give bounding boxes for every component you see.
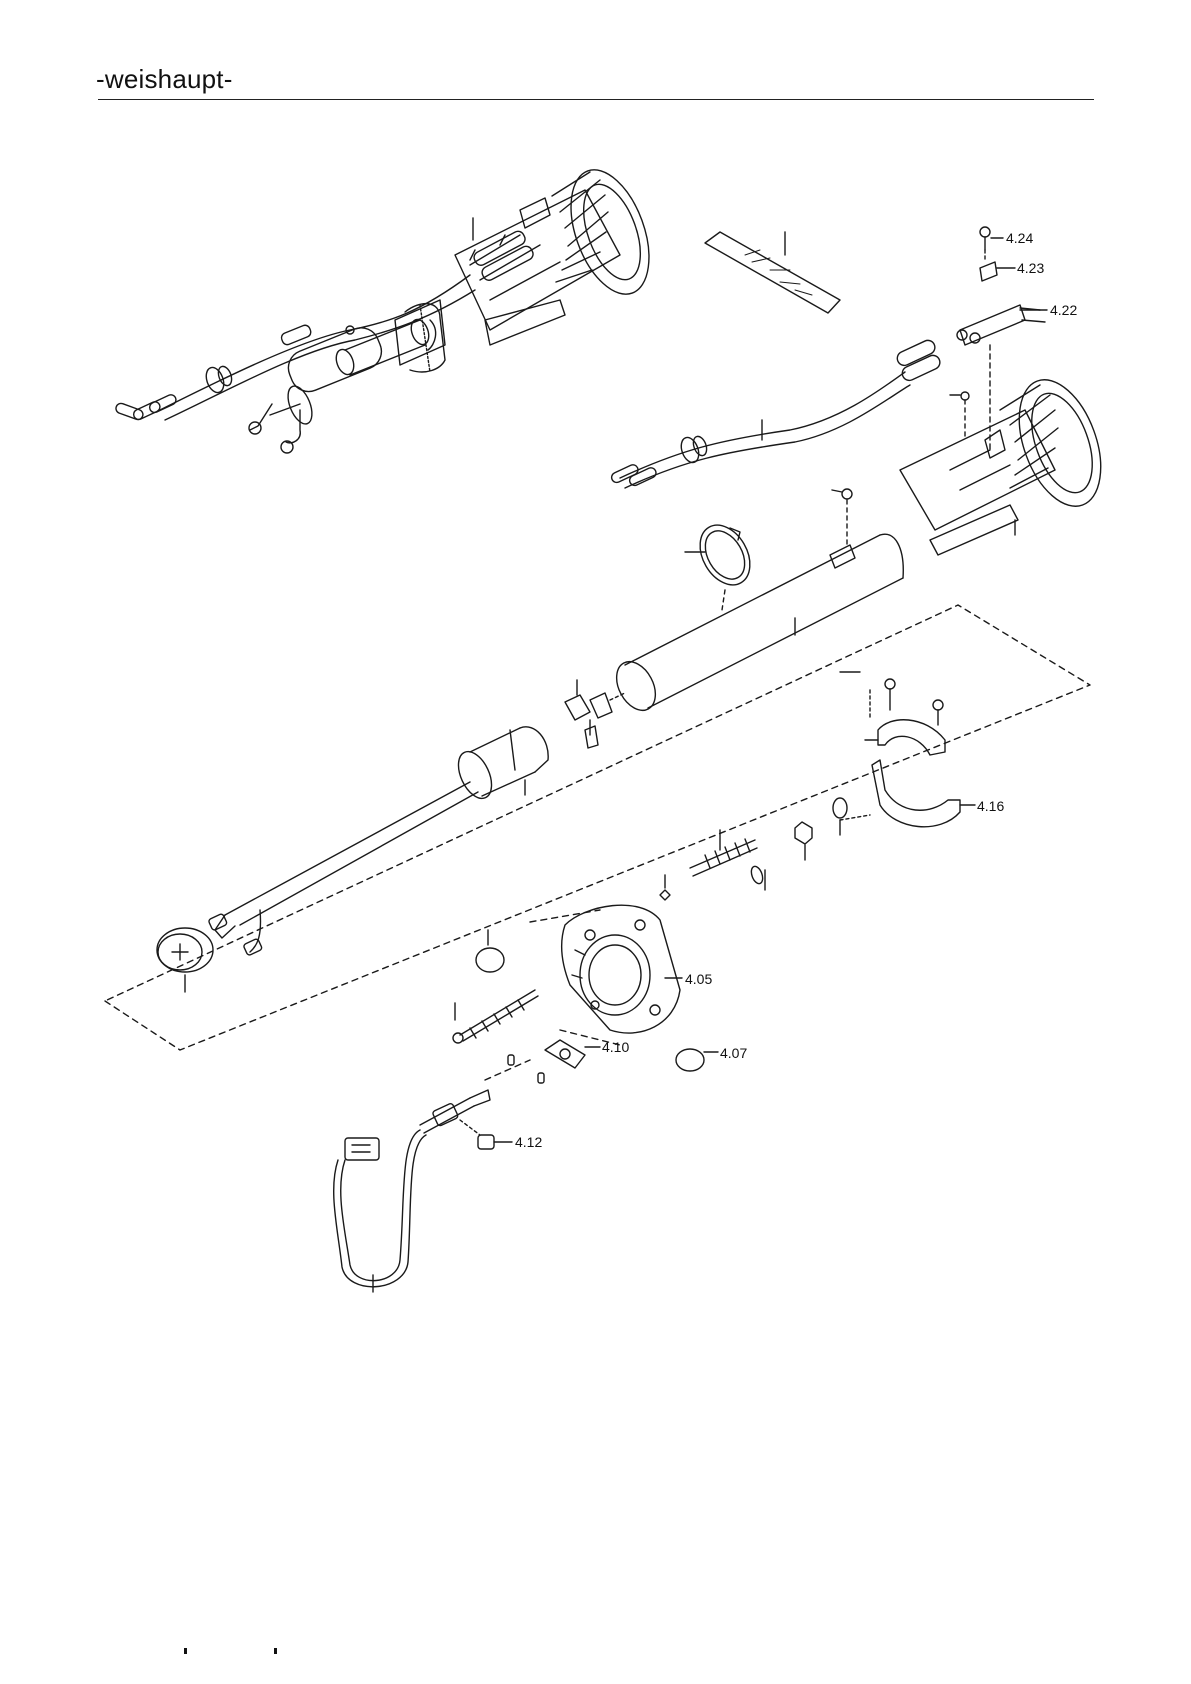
assembly-outline <box>105 605 1090 1050</box>
callout-4-05: 4.05 <box>685 971 712 987</box>
long-screw <box>453 990 538 1043</box>
flame-tube <box>609 489 903 717</box>
callout-4-23: 4.23 <box>1017 260 1044 276</box>
electrode-small-parts <box>980 227 997 281</box>
callout-4-16: 4.16 <box>977 798 1004 814</box>
callout-4-10: 4.10 <box>602 1039 629 1055</box>
callout-4-24: 4.24 <box>1006 230 1033 246</box>
footer-mark-left <box>184 1648 187 1654</box>
flange-plate <box>562 905 680 1033</box>
footer-mark-right <box>274 1648 277 1654</box>
callout-4-07: 4.07 <box>720 1045 747 1061</box>
cover-caps <box>476 930 704 1071</box>
mixing-head-assembly-top <box>115 159 665 453</box>
threaded-rod <box>660 798 847 900</box>
nameplate <box>705 232 840 313</box>
mixing-head-assembly-right <box>610 305 1116 555</box>
inspection-plate <box>508 1040 585 1083</box>
callout-4-12: 4.12 <box>515 1134 542 1150</box>
nozzles <box>565 680 625 748</box>
mounting-clamp <box>840 672 960 827</box>
callout-4-22: 4.22 <box>1050 302 1077 318</box>
flame-sensor-cable <box>334 1060 530 1292</box>
nozzle-holder <box>208 727 548 956</box>
end-plug <box>157 928 213 992</box>
hose-clamp <box>685 516 760 610</box>
